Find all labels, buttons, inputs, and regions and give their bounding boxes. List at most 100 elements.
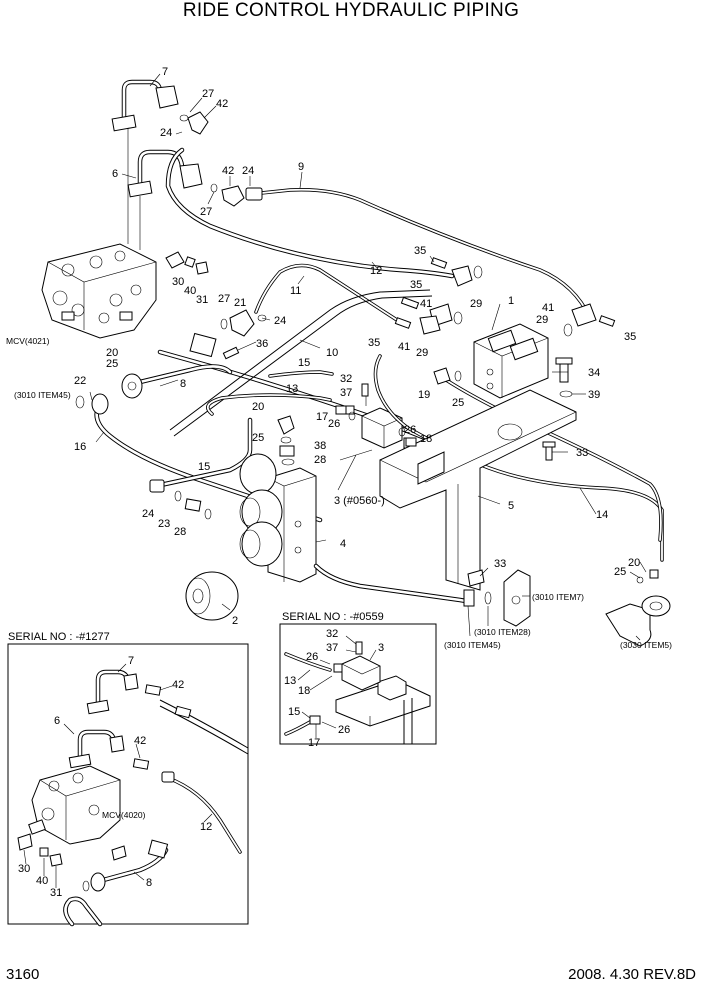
leader-lines (89, 73, 647, 641)
elbow-20 (277, 415, 295, 435)
pipe-7 (111, 79, 179, 132)
callout-18: 18 (420, 433, 432, 445)
callout-30: 30 (172, 276, 184, 288)
hose-9 (245, 187, 592, 320)
callout-15: 15 (298, 357, 310, 369)
callout-35: 35 (368, 337, 380, 349)
inset-right-serial-label: SERIAL NO : -#0559 (282, 611, 384, 623)
inset-r-callout-13: 13 (284, 675, 296, 687)
callout-37: 37 (340, 387, 352, 399)
callout-39: 39 (588, 389, 600, 401)
hose-15-upper (268, 370, 334, 378)
inset-callout-31: 31 (50, 887, 62, 899)
callout-15: 15 (198, 461, 210, 473)
hose-14 (438, 374, 663, 542)
callout-24: 24 (160, 127, 172, 139)
inset-callout-6: 6 (54, 715, 60, 727)
ref-mcv-4020: MCV(4020) (102, 810, 146, 820)
callout-41: 41 (542, 302, 554, 314)
callout-20: 20 (106, 347, 118, 359)
fittings-24-23-28 (174, 490, 212, 520)
callout-38: 38 (314, 440, 326, 452)
callout-28: 28 (314, 454, 326, 466)
inset-r-callout-37: 37 (326, 642, 338, 654)
callout-35: 35 (414, 245, 426, 257)
callout-25: 25 (106, 358, 118, 370)
fittings-around-valve-3 (335, 383, 417, 447)
callout-24: 24 (142, 508, 154, 520)
callout-4: 4 (340, 538, 346, 550)
ref-mcv-4021: MCV(4021) (6, 336, 50, 346)
fittings-30-40-31 (165, 251, 209, 275)
callout-25: 25 (252, 432, 264, 444)
callout-10: 10 (326, 347, 338, 359)
inset-callout-42: 42 (134, 735, 146, 747)
bolt-33-right (542, 441, 556, 461)
elbow-fitting-42-top (179, 111, 209, 135)
hose-13 (206, 393, 332, 416)
frame-rod (169, 289, 433, 437)
bolt-33-bottom (467, 569, 485, 587)
mounting-bracket-5 (379, 389, 577, 591)
callout-27: 27 (200, 206, 212, 218)
callout-11: 11 (290, 285, 301, 297)
inset-r-callout-18: 18 (298, 685, 310, 697)
ref-3010-item45-bottom: (3010 ITEM45) (444, 640, 501, 650)
inset-callout-42: 42 (172, 679, 184, 691)
callout-5: 5 (508, 500, 514, 512)
fitting-3030-item5 (605, 569, 671, 647)
elbow-fitting-42-mid (210, 183, 245, 207)
block-3010-item7 (503, 569, 531, 627)
inset-callout-40: 40 (36, 875, 48, 887)
callout-42: 42 (216, 98, 228, 110)
callout-33: 33 (576, 447, 588, 459)
o-ring-22 (75, 395, 85, 409)
page-number: 3160 (6, 966, 40, 983)
callout-13: 13 (286, 383, 298, 395)
callout-31: 31 (196, 294, 208, 306)
inset-callout-12: 12 (200, 821, 212, 833)
pipe-lower-right (313, 563, 475, 607)
inset-callout-30: 30 (18, 863, 30, 875)
fittings-35-41-29 (394, 257, 616, 337)
callout-19: 19 (418, 389, 430, 401)
callout-24: 24 (274, 315, 286, 327)
callout-33: 33 (494, 558, 506, 570)
callout-20: 20 (628, 557, 640, 569)
bolt-34 (555, 357, 573, 398)
callout-26: 26 (328, 418, 340, 430)
pipe-12 (165, 147, 455, 279)
callout-29: 29 (536, 314, 548, 326)
callout-8: 8 (180, 378, 186, 390)
callout-29: 29 (416, 347, 428, 359)
inset-r-callout-32: 32 (326, 628, 338, 640)
inset-callout-8: 8 (146, 877, 152, 889)
elbow-fitting-21 (220, 309, 267, 337)
callout-27: 27 (218, 293, 230, 305)
accumulator-block-4 (239, 453, 317, 583)
pipe-6 (127, 149, 203, 198)
bolt-36 (222, 346, 240, 360)
inset-serial-0559: SERIAL NO : -#0559 32 37 3 26 13 18 1 (279, 611, 437, 749)
ref-valve-3-0560: 3 (#0560-) (334, 495, 385, 507)
inset-r-callout-17: 17 (308, 737, 320, 749)
callout-41: 41 (420, 298, 432, 310)
o-ring-3010-28 (484, 591, 492, 605)
callout-34: 34 (588, 367, 600, 379)
callout-40: 40 (184, 285, 196, 297)
callout-24: 24 (242, 165, 254, 177)
callout-17: 17 (316, 411, 328, 423)
inset-serial-1277: SERIAL NO : -#1277 MCV(4020) (7, 631, 249, 927)
callout-9: 9 (298, 161, 304, 173)
pipe-8 (121, 364, 233, 399)
callout-27: 27 (202, 88, 214, 100)
date-revision: 2008. 4.30 REV.8D (568, 966, 696, 983)
inset-left-serial-label: SERIAL NO : -#1277 (8, 631, 110, 643)
main-callouts: 7 27 42 24 6 42 24 9 27 35 12 30 40 31 1… (6, 66, 672, 650)
accumulator-2 (185, 571, 239, 621)
fittings-19-25 (433, 367, 462, 385)
ride-control-valve-1 (473, 323, 549, 399)
callout-6: 6 (112, 168, 118, 180)
ref-3030-item5: (3030 ITEM5) (620, 640, 672, 650)
callout-12: 12 (370, 265, 382, 277)
